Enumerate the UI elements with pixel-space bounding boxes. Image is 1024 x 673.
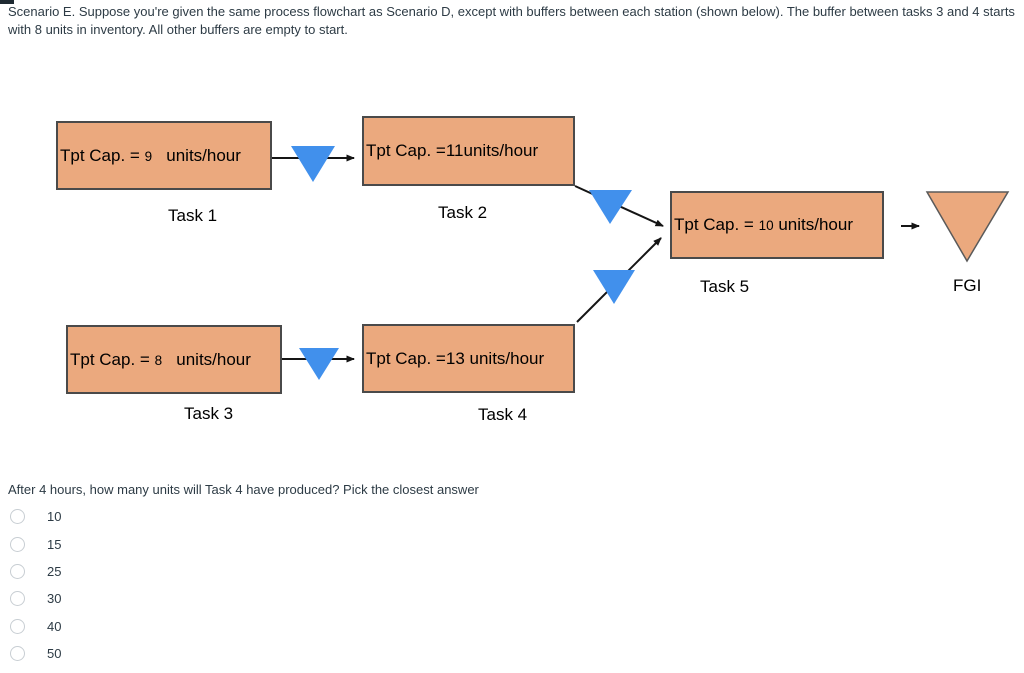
task-3-capacity: Tpt Cap. = 8 units/hour	[70, 349, 251, 369]
task-5-capacity: Tpt Cap. = 10 units/hour	[674, 215, 853, 234]
task-2-label: Task 2	[438, 203, 488, 222]
radio-icon[interactable]	[10, 509, 25, 525]
process-flowchart: Tpt Cap. = 9 units/hour Tpt Cap. =11unit…	[56, 116, 1010, 424]
task-2-capacity: Tpt Cap. =11units/hour	[366, 141, 539, 160]
buffer-triangle-icon	[299, 348, 339, 380]
buffer-triangle-icon	[593, 270, 635, 304]
task-3-label: Task 3	[184, 404, 234, 423]
task-4-label: Task 4	[478, 405, 528, 424]
fgi-label: FGI	[953, 276, 982, 295]
task-3-box: Tpt Cap. = 8 units/hour	[66, 325, 282, 394]
option-label: 10	[47, 509, 62, 525]
task-5-box: Tpt Cap. = 10 units/hour	[670, 191, 884, 259]
fgi-triangle-icon	[925, 191, 1010, 263]
task-1-box: Tpt Cap. = 9 units/hour	[56, 121, 272, 190]
buffer-triangle-icon	[589, 190, 632, 224]
option-label: 50	[47, 646, 62, 662]
task-1-label: Task 1	[168, 206, 218, 225]
task-1-capacity: Tpt Cap. = 9 units/hour	[60, 145, 241, 165]
option-50[interactable]: 50	[10, 640, 61, 667]
option-15[interactable]: 15	[10, 530, 61, 557]
option-label: 25	[47, 563, 62, 579]
buffer-triangle-icon	[291, 146, 335, 182]
option-label: 30	[47, 591, 62, 607]
task-5-label: Task 5	[700, 277, 750, 296]
radio-icon[interactable]	[10, 591, 25, 607]
radio-icon[interactable]	[10, 618, 25, 634]
radio-icon[interactable]	[10, 646, 25, 662]
scenario-text: Scenario E. Suppose you're given the sam…	[8, 4, 1015, 37]
radio-icon[interactable]	[10, 536, 25, 552]
corner-mark	[0, 0, 14, 4]
task-4-capacity: Tpt Cap. =13 units/hour	[366, 348, 545, 368]
option-25[interactable]: 25	[10, 558, 61, 585]
task-2-box: Tpt Cap. =11units/hour	[362, 116, 575, 186]
option-40[interactable]: 40	[10, 613, 61, 640]
option-30[interactable]: 30	[10, 585, 61, 612]
answer-options: 10 15 25 30 40 50	[10, 503, 61, 667]
radio-icon[interactable]	[10, 563, 25, 579]
option-label: 40	[47, 618, 62, 634]
flow-connectors	[272, 146, 1010, 380]
question-text: After 4 hours, how many units will Task …	[8, 482, 479, 497]
task-4-box: Tpt Cap. =13 units/hour	[362, 324, 575, 393]
option-label: 15	[47, 536, 62, 552]
option-10[interactable]: 10	[10, 503, 61, 530]
